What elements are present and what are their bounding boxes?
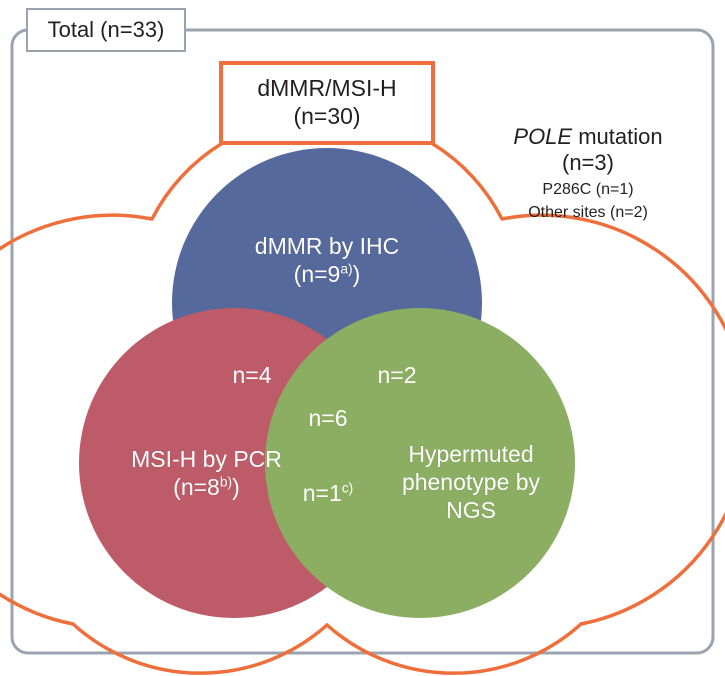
label-dmmr-ihc-count-suffix: ) bbox=[352, 261, 361, 288]
intersection-ihc-pcr-value: n=4 bbox=[232, 362, 272, 388]
label-dmmr-ihc-count-prefix: (n=9 bbox=[293, 261, 341, 288]
label-dmmr-ihc-count: (n=9a)) bbox=[207, 260, 447, 288]
pole-annotation: POLE mutation (n=3) P286C (n=1) Other si… bbox=[470, 124, 706, 222]
dmmr-msih-count: (n=30) bbox=[293, 103, 361, 129]
label-msi-pcr: MSI-H by PCR (n=8b)) bbox=[94, 445, 319, 501]
label-hypermuted-line2: phenotype by bbox=[401, 469, 541, 496]
pole-mutation-word: mutation bbox=[572, 124, 663, 149]
pole-count: (n=3) bbox=[562, 150, 614, 175]
label-dmmr-ihc: dMMR by IHC (n=9a)) bbox=[207, 232, 447, 288]
intersection-pcr-ngs-value: n=1 bbox=[302, 480, 342, 506]
label-hypermuted-line3: NGS bbox=[446, 497, 496, 524]
label-hypermuted-line1: Hypermuted bbox=[408, 441, 534, 467]
total-box: Total (n=33) bbox=[26, 8, 186, 52]
pole-detail-p286c: P286C (n=1) bbox=[542, 181, 634, 198]
intersection-all-three: n=6 bbox=[288, 405, 368, 432]
label-msi-pcr-title: MSI-H by PCR bbox=[131, 446, 282, 472]
total-label: Total (n=33) bbox=[47, 17, 165, 42]
label-hypermuted-ngs: Hypermuted phenotype by NGS bbox=[376, 440, 566, 524]
label-dmmr-ihc-title: dMMR by IHC bbox=[254, 233, 400, 259]
pole-gene-name: POLE bbox=[513, 124, 573, 149]
intersection-ihc-ngs-value: n=2 bbox=[377, 362, 417, 388]
label-msi-pcr-count-suffix: ) bbox=[232, 474, 240, 501]
pole-detail-other-sites: Other sites (n=2) bbox=[528, 204, 648, 221]
dmmr-msih-box: dMMR/MSI-H (n=30) bbox=[219, 61, 435, 145]
intersection-all-three-value: n=6 bbox=[308, 405, 348, 431]
intersection-ihc-ngs: n=2 bbox=[357, 362, 437, 389]
label-msi-pcr-count-prefix: (n=8 bbox=[173, 474, 220, 501]
intersection-ihc-pcr: n=4 bbox=[212, 362, 292, 389]
pole-title: POLE mutation bbox=[470, 124, 706, 150]
label-msi-pcr-count: (n=8b)) bbox=[94, 473, 319, 501]
circle-hypermuted-ngs bbox=[265, 308, 575, 618]
label-dmmr-ihc-count-sup: a) bbox=[340, 261, 353, 277]
intersection-pcr-ngs-sup: c) bbox=[341, 480, 354, 496]
label-msi-pcr-count-sup: b) bbox=[219, 474, 233, 490]
intersection-pcr-ngs: n=1c) bbox=[285, 480, 371, 507]
dmmr-msih-title: dMMR/MSI-H bbox=[257, 75, 397, 102]
